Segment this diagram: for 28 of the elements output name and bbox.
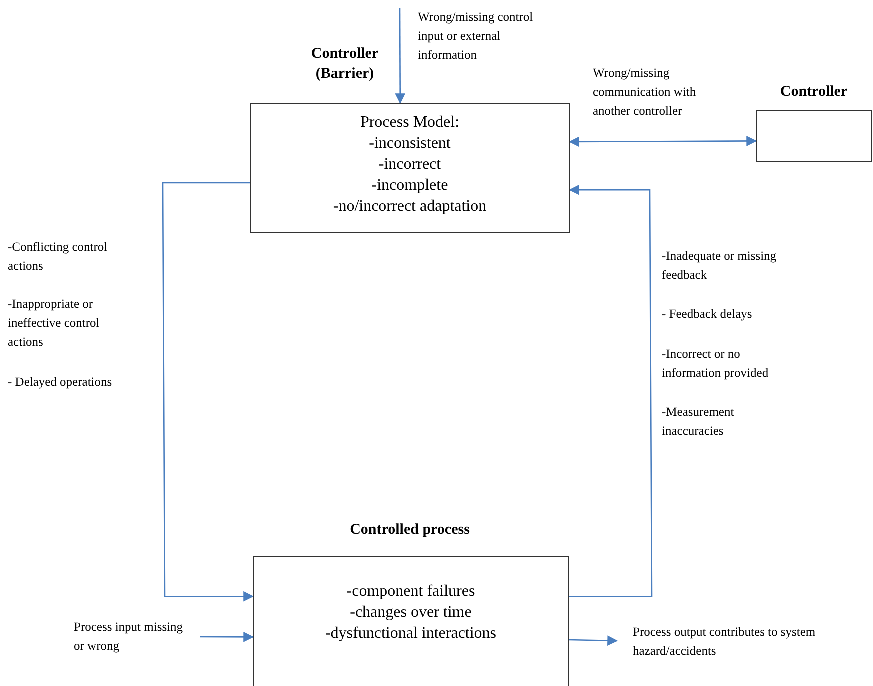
arrow — [200, 632, 254, 642]
box-text: -no/incorrect adaptation — [333, 197, 487, 217]
connector-arrow — [162, 182, 254, 602]
heading: Controller — [779, 83, 849, 102]
connector-arrow — [568, 184, 653, 598]
heading: Controlled process — [349, 521, 471, 540]
edge-label: Process output contributes to system hazard/accidents — [633, 624, 817, 660]
box-text: -dysfunctional interactions — [325, 624, 497, 644]
box-text: -inconsistent — [369, 134, 451, 154]
connector-arrow — [568, 136, 758, 148]
box-text: -incomplete — [372, 176, 448, 196]
box-text: -incorrect — [378, 155, 442, 175]
edge-label: Wrong/missing control input or external information — [418, 9, 534, 64]
note-text: -Inadequate or missing feedback — [662, 248, 778, 284]
note-text: -Conflicting control actions — [8, 239, 109, 275]
arrow — [395, 8, 406, 104]
heading: Controller (Barrier) — [310, 45, 380, 84]
box-text: -component failures — [346, 582, 476, 602]
edge-label: Wrong/missing communication with another controller — [593, 65, 698, 120]
note-text: -Inappropriate or ineffective control actions — [8, 296, 101, 351]
note-text: -Measurement inaccuracies — [662, 404, 736, 440]
arrow — [568, 636, 618, 646]
box-text: Process Model: — [360, 113, 460, 133]
box-text: -changes over time — [350, 603, 472, 623]
note-text: -Incorrect or no information provided — [662, 346, 770, 382]
note-text: - Feedback delays — [662, 306, 754, 323]
note-text: - Delayed operations — [8, 374, 114, 391]
edge-label: Process input missing or wrong — [74, 619, 184, 655]
